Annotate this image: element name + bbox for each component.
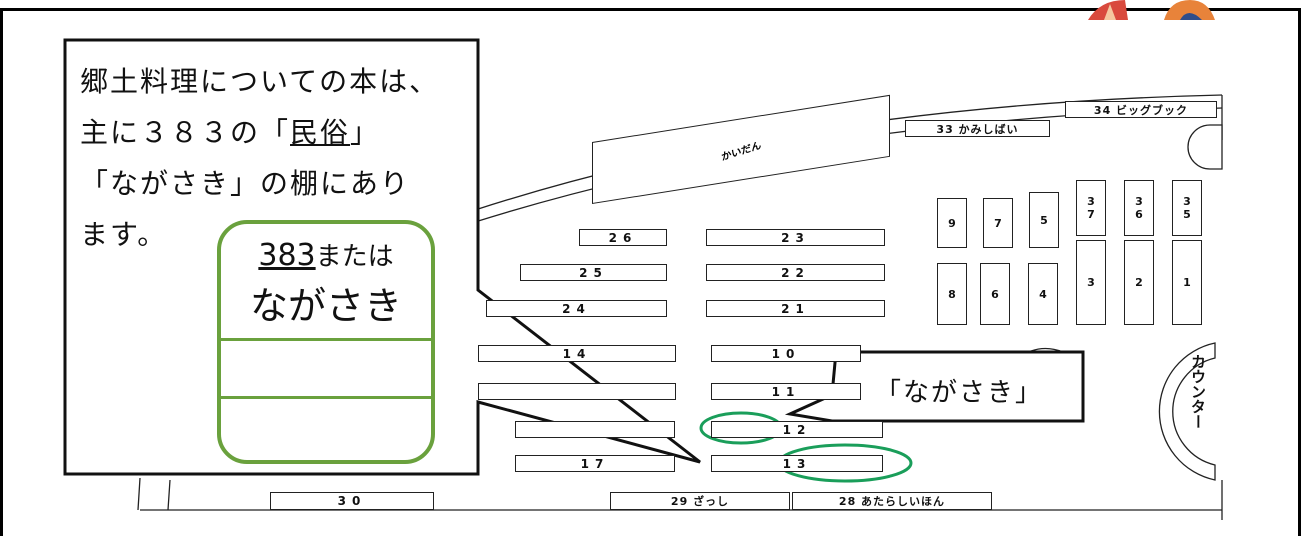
shelf-14: 14 (478, 345, 676, 362)
shelf-28: 28 あたらしいほん (792, 492, 992, 510)
shelf-unlabeled-2 (515, 421, 675, 438)
callout-text: 「ながさき」 (874, 378, 1043, 408)
speech-line-1: 郷土料理についての本は、 (80, 65, 440, 98)
shelf-13: 13 (711, 455, 883, 472)
children-illustration (1088, 0, 1215, 20)
map-frame (0, 8, 1301, 536)
book-card-label: ながさき (249, 284, 402, 328)
left-bottom-curve (137, 477, 171, 511)
shelf-unlabeled (478, 383, 676, 400)
shelf-17: 17 (515, 455, 675, 472)
shelf-4: 4 (1028, 263, 1058, 325)
shelf-3: 3 (1076, 240, 1106, 325)
shelf-36: 36 (1124, 180, 1154, 236)
speech-line-2-post: 」 (350, 116, 381, 149)
book-card-blank-row (221, 341, 431, 399)
shelf-1: 1 (1172, 240, 1202, 325)
shelf-23: 23 (706, 229, 885, 246)
entrance-semicircle (1187, 124, 1223, 170)
shelf-24: 24 (486, 300, 667, 317)
shelf-12: 12 (711, 421, 883, 438)
shelf-7: 7 (983, 198, 1013, 248)
shelf-9: 9 (937, 198, 967, 248)
shelf-37: 37 (1076, 180, 1106, 236)
shelf-8: 8 (937, 263, 967, 325)
shelf-21: 21 (706, 300, 885, 317)
shelf-35: 35 (1172, 180, 1202, 236)
shelf-11: 11 (711, 383, 861, 400)
speech-line-2: 主に３８３の「民俗」 (80, 107, 480, 158)
shelf-25: 25 (520, 264, 667, 281)
book-card-code: 383または (221, 224, 431, 273)
shelf-33: 33 かみしばい (905, 120, 1050, 137)
shelf-22: 22 (706, 264, 885, 281)
shelf-6: 6 (980, 263, 1010, 325)
shelf-34: 34 ビッグブック (1065, 101, 1217, 118)
book-card-number: 383 (258, 238, 316, 273)
shelf-26: 26 (579, 229, 667, 246)
shelf-30: 30 (270, 492, 434, 510)
book-spine-card: 383または ながさき (217, 220, 435, 464)
speech-line-2-underlined: 民俗 (290, 116, 351, 149)
speech-text: 郷土料理についての本は、 主に３８３の「民俗」 「ながさき」の棚にあり ます。 (80, 56, 480, 260)
speech-line-4: ます。 (80, 218, 168, 251)
speech-line-3: 「ながさき」の棚にあり (80, 167, 411, 200)
book-card-label-area: 383または ながさき (221, 224, 431, 341)
counter-shape (1158, 342, 1216, 481)
speech-line-2-pre: 主に３８３の「 (80, 116, 291, 149)
book-card-suffix: または (315, 242, 394, 272)
stairs-label: かいだん (720, 139, 762, 163)
shelf-5: 5 (1029, 192, 1059, 248)
shelf-2: 2 (1124, 240, 1154, 325)
counter-label: カウンター (1189, 354, 1207, 429)
shelf-29: 29 ざっし (610, 492, 790, 510)
shelf-10: 10 (711, 345, 861, 362)
